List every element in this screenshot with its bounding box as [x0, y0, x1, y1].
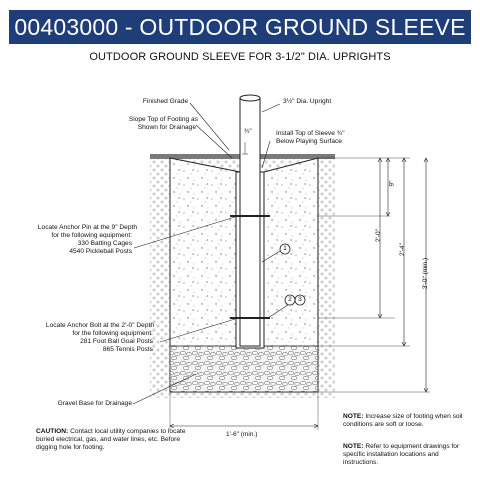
note-drawings: NOTE: Refer to equipment drawings for sp… — [343, 443, 463, 467]
dim-9in-text: 9" — [388, 180, 396, 187]
label-upright: 3½" Dia. Upright — [283, 98, 332, 105]
caution-bold: CAUTION: — [36, 428, 69, 435]
callout-1-label: 1 — [283, 245, 287, 252]
label-bolt-line2: for the following equipment: — [72, 330, 153, 337]
upright-top — [239, 94, 261, 102]
upright-post — [239, 97, 261, 347]
note1-text: Increase size of footing when soil condi… — [343, 413, 463, 428]
label-slope-line1: Slope Top of Footing as — [128, 116, 198, 123]
label-slope-line2: Shown for Drainage — [137, 124, 196, 131]
label-install-line2: Below Playing Surface — [276, 138, 342, 145]
callout-3-label: 3 — [298, 296, 302, 303]
dim-three-quarter-text: ¾" — [244, 128, 252, 135]
caution-note: CAUTION: Contact local utility companies… — [36, 428, 196, 452]
callout-1-circle — [279, 243, 291, 255]
label-pin-line3: 330 Batting Cages — [77, 240, 132, 247]
page-title: 00403000 - OUTDOOR GROUND SLEEVE — [9, 10, 471, 44]
label-bolt-line3: 281 Foot Ball Goal Posts — [80, 338, 153, 345]
label-install-line1: Install Top of Sleeve ¾" — [276, 130, 345, 137]
diagram-subtitle: OUTDOOR GROUND SLEEVE FOR 3-1/2" DIA. UP… — [89, 51, 391, 63]
label-pin-line2: for the following equipment: — [51, 232, 132, 239]
gravel-base — [169, 345, 319, 393]
note1-bold: NOTE: — [343, 413, 364, 420]
label-finished-grade: Finished Grade — [142, 98, 188, 105]
dim-2ft4-text: 2'-4" — [398, 243, 406, 256]
label-pin-line1: Locate Anchor Pin at the 9" Depth — [37, 224, 137, 231]
caution-text: Contact local utility companies to locat… — [36, 428, 186, 451]
callout-2-label: 2 — [288, 296, 292, 303]
dim-3ft-text: 3'-0" (min.) — [422, 257, 430, 290]
label-pin-line4: 4540 Pickleball Posts — [69, 248, 132, 255]
note2-text: Refer to equipment drawings for specific… — [343, 443, 460, 466]
dim-width-text: 1'-6" (min.) — [226, 431, 258, 438]
callout-3-circle — [294, 294, 306, 306]
label-bolt-line1: Locate Anchor Bolt at the 2'-0" Depth — [45, 322, 154, 329]
label-gravel: Gravel Base for Drainage — [57, 400, 132, 407]
note-footing: NOTE: Increase size of footing when soil… — [343, 413, 463, 429]
note2-bold: NOTE: — [343, 443, 364, 450]
label-bolt-line4: 865 Tennis Posts — [102, 346, 153, 353]
dim-2ft-text: 2'-0" — [374, 229, 382, 242]
